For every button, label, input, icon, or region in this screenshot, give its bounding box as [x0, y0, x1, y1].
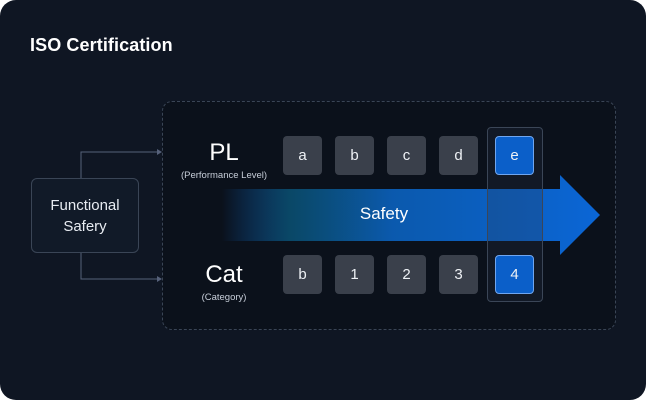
connector-top-line	[80, 151, 160, 178]
pl-cell-e-active: e	[495, 136, 534, 175]
pl-cell-c: c	[387, 136, 426, 175]
arrow-label: Safety	[359, 204, 409, 223]
pl-cell-b: b	[335, 136, 374, 175]
cat-cell-4-active: 4	[495, 255, 534, 294]
connector-bottom-line	[80, 251, 160, 280]
pl-label-group: PL (Performance Level)	[170, 139, 278, 182]
pl-sublabel: (Performance Level)	[180, 170, 268, 181]
cat-cell-2: 2	[387, 255, 426, 294]
card-title: ISO Certification	[30, 35, 173, 55]
cat-label-group: Cat (Category)	[170, 261, 278, 304]
cat-cell-1: 1	[335, 255, 374, 294]
connector-top-arrowhead	[157, 149, 162, 155]
safety-arrow	[222, 175, 600, 255]
cat-label: Cat	[205, 261, 243, 288]
pl-cell-a: a	[283, 136, 322, 175]
functional-safety-box: Functional Safery	[31, 178, 139, 253]
pl-cell-d: d	[439, 136, 478, 175]
cat-cell-b: b	[283, 255, 322, 294]
functional-line2: Safery	[63, 217, 107, 235]
connector-bottom-arrowhead	[157, 276, 162, 282]
cat-sublabel: (Category)	[201, 292, 247, 303]
functional-line1: Functional	[50, 196, 120, 214]
cat-cell-3: 3	[439, 255, 478, 294]
pl-label: PL	[209, 139, 239, 166]
